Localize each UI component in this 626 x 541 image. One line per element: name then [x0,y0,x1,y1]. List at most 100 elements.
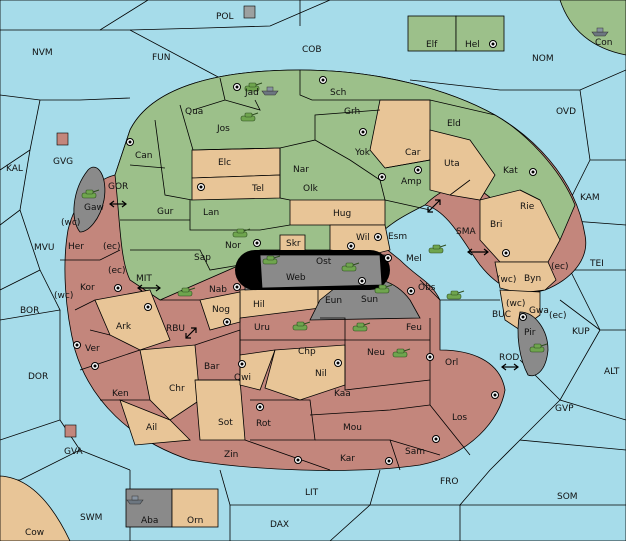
label-mit: MIT [136,274,152,284]
army-unit-icon[interactable] [428,244,447,254]
coast-her-ec: (ec) [103,242,121,252]
label-zin: Zin [224,450,238,460]
label-ail: Ail [146,423,157,433]
land-sot[interactable] [194,379,246,441]
label-gor: GOR [108,182,128,192]
supply-center-dot [531,170,535,174]
label-rod: ROD [499,353,519,363]
label-kar: Kar [340,454,355,464]
coast-kor-ec: (ec) [108,266,126,276]
label-fun: FUN [152,53,171,63]
label-yok: Yok [354,148,371,158]
label-pir: Pir [524,328,536,338]
label-kal: KAL [6,164,23,174]
label-nar: Nar [293,165,309,175]
label-rot: Rot [256,419,271,429]
land-wil[interactable] [329,224,391,256]
label-gva: GVA [64,447,84,457]
land-ail[interactable] [119,399,191,446]
land-nil[interactable] [264,344,346,401]
label-som: SOM [557,492,578,502]
land-gaw[interactable] [73,166,106,233]
supply-center-dot [428,355,432,359]
label-eun: Eun [325,296,342,306]
land-tel[interactable] [191,174,281,201]
fleet-unit-icon[interactable] [591,27,609,37]
label-byn: Byn [524,274,541,284]
label-swm: SWM [80,513,102,523]
label-gvp: GVP [555,404,574,414]
army-unit-icon[interactable] [341,262,360,272]
fleet-unit-icon[interactable] [261,86,279,96]
flag-icon [56,132,69,146]
land-elf[interactable] [407,15,457,52]
label-nvm: NVM [32,48,53,58]
land-byn[interactable] [494,261,557,294]
label-her: Her [68,242,84,252]
label-can: Can [135,151,153,161]
label-neu: Neu [367,348,385,358]
army-unit-icon[interactable] [392,348,411,358]
label-uta: Uta [444,159,460,169]
label-lan: Lan [203,208,219,218]
supply-center-dot [416,168,420,172]
label-orn: Orn [187,516,203,526]
army-unit-icon[interactable] [262,255,281,265]
army-unit-icon[interactable] [352,322,371,332]
label-grh: Grh [344,107,360,117]
land-chr[interactable] [139,344,201,421]
label-pol: POL [216,12,234,22]
army-unit-icon[interactable] [292,321,311,331]
coast-byn-wc: (wc) [497,275,516,285]
label-feu: Feu [406,323,422,333]
label-mou: Mou [343,423,362,433]
land-hel[interactable] [455,15,505,52]
army-unit-icon[interactable] [232,228,251,238]
supply-center-dot [235,85,239,89]
supply-center-dot [255,241,259,245]
fleet-unit-icon[interactable] [126,495,144,505]
army-unit-icon[interactable] [374,284,393,294]
label-chp: Chp [298,347,316,357]
flag-icon [243,5,256,19]
label-mvu: MVU [34,243,55,253]
label-qwi: Qwi [234,373,251,383]
label-ovd: OVD [556,107,576,117]
label-nab: Nab [209,285,227,295]
supply-center-dot [116,286,120,290]
supply-center-dot [387,459,391,463]
supply-center-markers [73,40,537,465]
coast-byn-ec: (ec) [551,262,569,272]
label-nom: NOM [532,54,554,64]
army-unit-icon[interactable] [446,290,465,300]
label-hug: Hug [333,209,351,219]
army-unit-icon[interactable] [529,343,548,353]
label-tel: Tel [251,184,264,194]
supply-center-dot [336,361,340,365]
label-rie: Rie [520,202,535,212]
supply-center-dot [361,130,365,134]
label-buc: BUC [492,310,511,320]
label-ost: Ost [316,257,332,267]
coast-gwa-ec: (ec) [549,311,567,321]
label-kat: Kat [503,166,518,176]
label-uru: Uru [254,323,270,333]
label-hel: Hel [465,40,480,50]
label-rbu: RBU [166,324,185,334]
army-unit-icon[interactable] [244,82,263,92]
label-kaa: Kaa [334,389,351,399]
land-orn[interactable] [171,488,219,528]
label-sam: Sam [405,447,425,457]
label-eld: Eld [447,119,461,129]
land-pir[interactable] [517,311,549,377]
army-unit-icon[interactable] [240,112,259,122]
label-sot: Sot [218,418,233,428]
label-amp: Amp [401,177,422,187]
land-elc[interactable] [191,147,281,179]
power-flags [56,5,256,438]
army-unit-icon[interactable] [177,287,196,297]
land-aba[interactable] [125,488,173,528]
army-unit-icon[interactable] [81,189,100,199]
label-hil: Hil [253,300,265,310]
